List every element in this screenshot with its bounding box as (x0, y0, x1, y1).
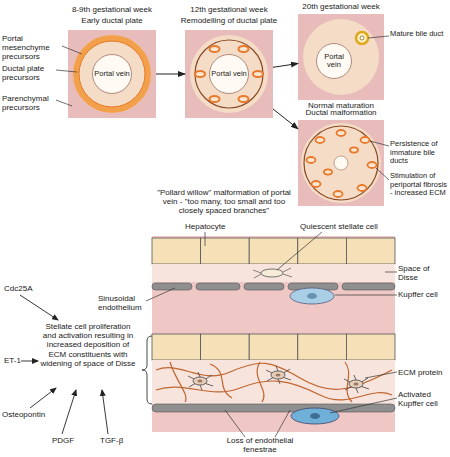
callout-label: Cdc25A (4, 284, 44, 293)
stage-panel: 8-9th gestational weekEarly ductal plate… (68, 30, 156, 118)
stage-panel: Ductal malformation (298, 120, 384, 206)
callout-label: Space of Disse (398, 264, 448, 282)
callout-label: Parenchymal precursors (2, 94, 60, 112)
callout-label: ECM protein (398, 368, 450, 377)
callout-label: TGF-β (100, 436, 134, 445)
stage-arrow (273, 64, 298, 68)
normal-maturation-art (303, 19, 379, 95)
callout-label: Sinusoidal endothelium (98, 294, 152, 312)
stage-panel: 20th gestational weekNormal maturationPo… (298, 14, 384, 100)
callout-label: Mature bile duct (390, 30, 448, 39)
vessel-label: Portal vein (317, 53, 351, 69)
factor-arrows (20, 295, 108, 434)
callout-label: "Pollard willow" malformation of portal … (150, 188, 298, 216)
callout-label: ET-1 (4, 356, 26, 365)
callout-label: Stellate cell proliferation and activati… (38, 322, 138, 368)
stage-arrow (273, 109, 298, 129)
callout-label: Kupffer cell (398, 290, 450, 299)
vessel-label: Portal vein (94, 70, 129, 78)
stage-heading: 8-9th gestational week (38, 6, 186, 15)
early-ductal-plate-art (73, 35, 151, 113)
stage-heading: 12th gestational week (155, 6, 303, 15)
callout-label: PDGF (52, 436, 82, 445)
portal-vein-circle: Portal vein (316, 43, 352, 79)
callout-label: Ductal plate precursors (2, 64, 57, 82)
leader-lines (56, 36, 397, 437)
stage-heading: Early ductal plate (38, 17, 186, 26)
stage-heading: 20th gestational week (268, 3, 414, 12)
stage-panel: 12th gestational weekRemodelling of duct… (185, 30, 273, 118)
callout-label: Persistence of immature bile ducts (390, 140, 448, 166)
callout-label: Activated Kupffer cell (398, 390, 450, 408)
portal-vein-circle: Portal vein (209, 54, 249, 94)
callout-label: Stimulation of periportal fibrosis - inc… (390, 172, 450, 198)
sinusoid-illustration (152, 236, 395, 432)
callout-label: Hepatocyte (185, 222, 235, 231)
callout-label: Osteopontin (2, 410, 52, 419)
remodelling-art (190, 35, 268, 113)
stage-heading: Ductal malformation (268, 109, 414, 118)
callout-label: Loss of endothelial fenestrae (215, 436, 305, 454)
ductal-malformation-art (301, 123, 381, 203)
stage-arrow (156, 74, 185, 75)
callout-label: Quiescent stellate cell (300, 222, 395, 231)
callout-label: Portal mesenchyme precursors (2, 34, 62, 62)
bracket (142, 336, 152, 404)
stage-heading: Remodelling of ductal plate (155, 17, 303, 26)
vessel-label: Portal vein (211, 70, 246, 78)
portal-vein-circle: Portal vein (92, 54, 132, 94)
